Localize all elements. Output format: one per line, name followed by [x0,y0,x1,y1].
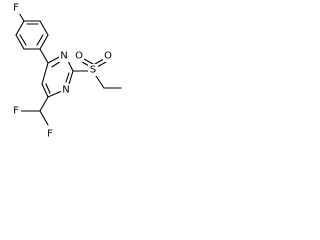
label-bg-f-cf2-right [45,128,55,140]
atom-label-f-cf2-left: F [13,106,19,117]
bond-aryl-inner-2 [36,34,44,46]
bond-pyr-2 [67,60,74,72]
bond-pyr-6 [41,62,49,85]
bond-aryl-3 [39,34,49,50]
bond-aryl-pyrimidine [39,48,49,64]
label-bg-n-lower [61,84,71,96]
bond-s-ethyl [95,75,105,89]
atom-label-o-right: O [104,51,112,62]
bond-pyr-cf2 [39,96,49,112]
bond-aryl-inner-3 [19,34,27,46]
bond-f-aryl [18,12,25,22]
atom-label-f-cf2-right: F [47,129,53,140]
atom-label-o-left: O [75,51,83,62]
label-bg-o-left [74,50,84,62]
bond-aryl-2 [39,20,49,36]
bond-s-o-right [96,61,107,68]
label-bg-f-aryl [11,2,21,14]
chemical-structure: F N N S O O F F [11,2,122,140]
label-bg-s [88,64,98,76]
atom-label-n-lower: N [62,85,69,96]
atom-labels: F N N S O O F F [11,2,113,140]
bond-aryl-6 [15,20,25,36]
label-bg-o-right [103,50,113,62]
bond-pyr-inner-3 [45,83,51,94]
bond-s-o-left-double [83,58,94,65]
bond-pyr-inner-2 [65,72,70,83]
atom-label-f-aryl: F [13,3,19,14]
bond-s-o-right-double [94,58,105,65]
atom-label-s: S [90,65,96,76]
bond-aryl-5 [15,34,25,50]
bond-cf2-f-right [39,110,49,126]
bond-pyr-4 [47,90,63,98]
bonds [15,12,122,126]
atom-label-n-upper: N [60,51,67,62]
bond-pyr-3 [68,70,74,85]
bond-pyr-5 [41,83,49,98]
label-bg-n-upper [59,50,69,62]
label-bg-f-cf2-left [11,105,21,117]
bond-pyr-1 [47,55,62,64]
